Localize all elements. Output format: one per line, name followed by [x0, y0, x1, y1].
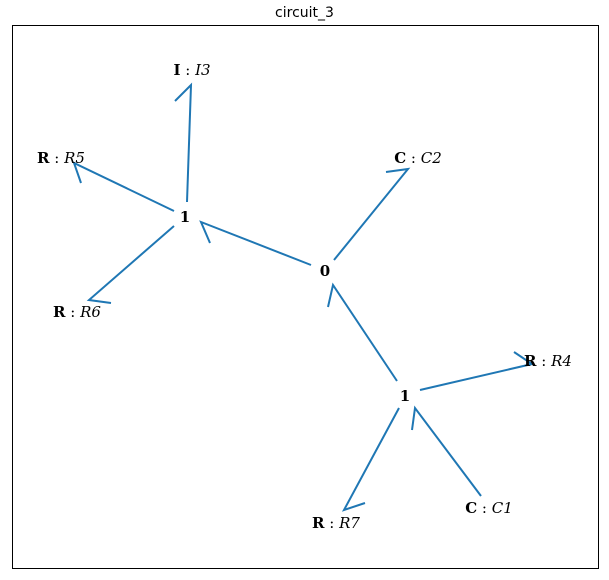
node-I3: I : I3: [173, 61, 210, 79]
bond-j1b-j0: [327, 282, 398, 382]
node-j1a: 1: [180, 208, 190, 226]
bonds-group: [72, 82, 535, 512]
bond-j0-C2: [333, 167, 411, 261]
node-C2: C : C2: [394, 149, 442, 167]
node-R7: R : R7: [312, 514, 360, 532]
bond-j1a-R5: [72, 161, 175, 212]
bond-j1b-C1: [411, 405, 482, 497]
bond-j0-j1a: [199, 220, 312, 266]
bond-j1a-R6: [86, 225, 175, 304]
bond-j1b-R7: [341, 407, 400, 512]
node-j1b: 1: [400, 387, 410, 405]
node-R4: R : R4: [524, 352, 572, 370]
node-j0: 0: [320, 262, 330, 280]
node-R6: R : R6: [53, 303, 101, 321]
node-R5: R : R5: [37, 149, 85, 167]
bond-j1b-R4: [419, 351, 535, 391]
node-C1: C : C1: [465, 499, 513, 517]
node-labels: 1 0 1 I : I3 R : R5 R : R6 C : C2 R : R4…: [37, 61, 572, 532]
bond-j1a-I3: [174, 82, 193, 203]
diagram-title: circuit_3: [275, 5, 334, 21]
plot-frame: [12, 25, 599, 569]
